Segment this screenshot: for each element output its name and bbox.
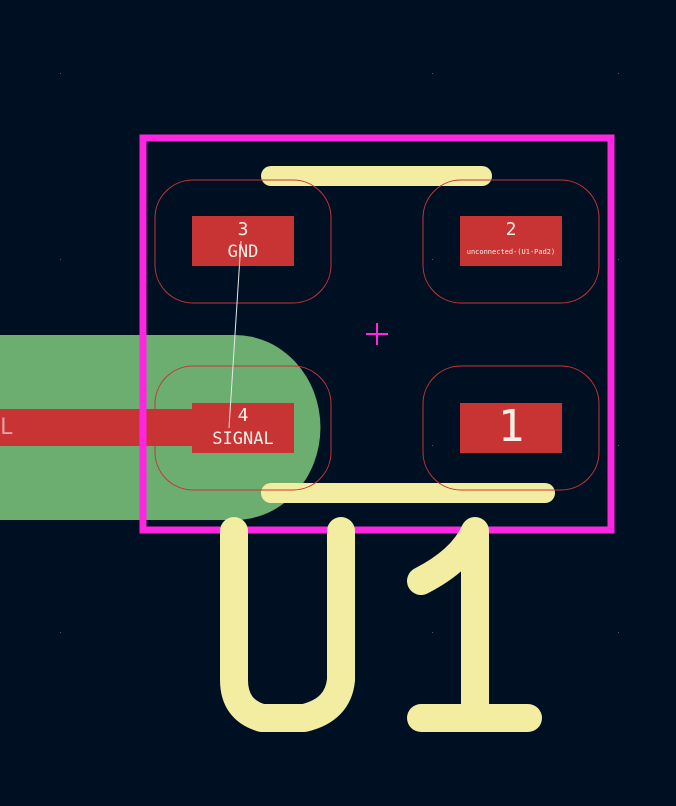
pad-4-clearance (154, 365, 332, 491)
anchor-cross-icon (366, 323, 388, 345)
pad-3-clearance (154, 179, 332, 304)
pad-4[interactable] (192, 403, 294, 453)
pad-3[interactable] (192, 216, 294, 266)
pad-2-clearance (422, 179, 600, 304)
reference-designator-u1 (220, 517, 542, 732)
ratsnest-line (228, 240, 242, 429)
courtyard-outline[interactable] (139, 134, 615, 534)
pad-2[interactable] (460, 216, 562, 266)
copper-trace[interactable] (0, 409, 200, 446)
pad-1-clearance (422, 365, 600, 491)
pad-1[interactable] (460, 403, 562, 453)
